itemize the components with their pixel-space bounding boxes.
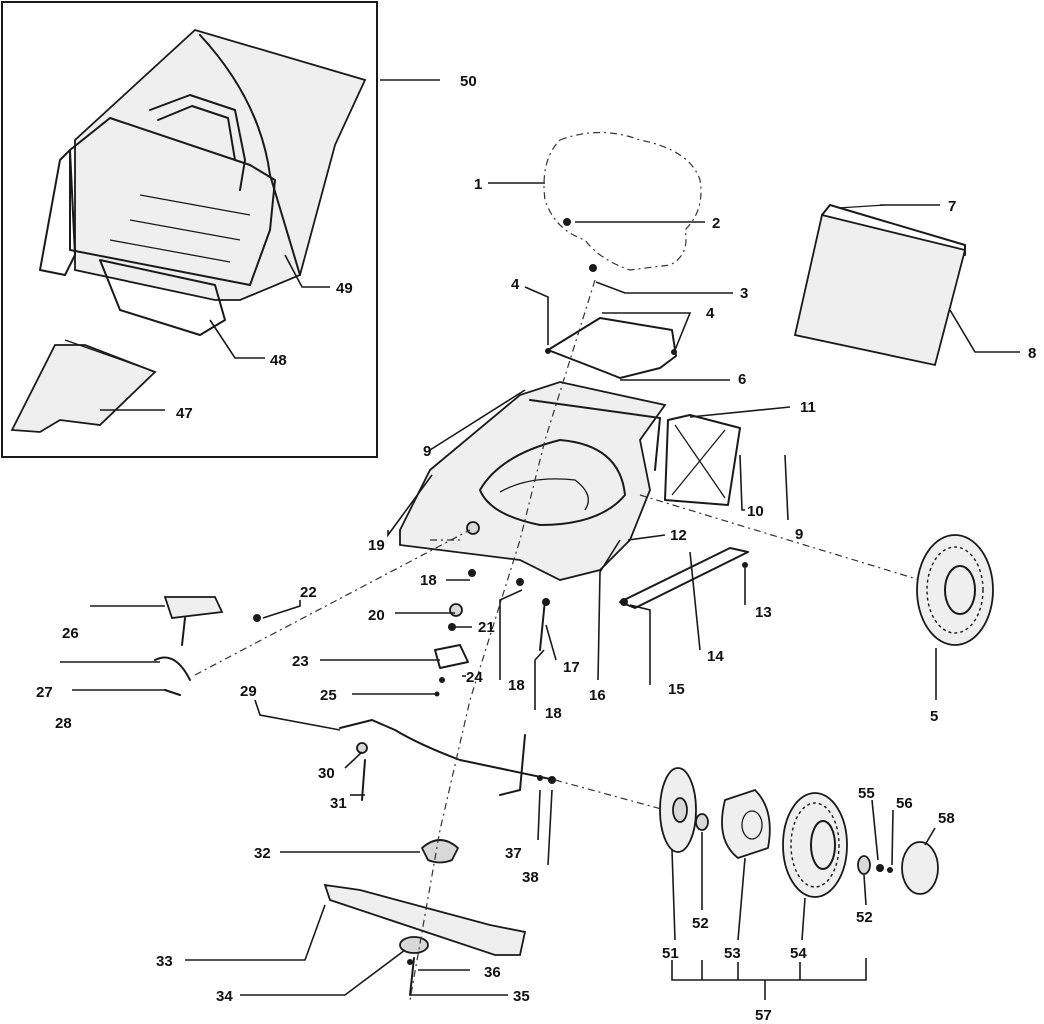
callout-30: 30 (318, 765, 335, 782)
rear-flap (793, 204, 967, 367)
callout-17: 17 (563, 659, 580, 676)
callout-51: 51 (662, 945, 679, 962)
grass-catcher-inset-frame (1, 1, 378, 458)
engine-outline (543, 131, 702, 271)
rear-axle-bar (619, 547, 749, 609)
mower-deck (399, 381, 667, 581)
callout-labels: 1 2 3 4 4 5 6 7 8 9 9 10 11 12 13 14 15 … (36, 73, 1036, 1024)
callout-23: 23 (292, 653, 309, 670)
wheel-rim-53 (721, 788, 771, 860)
callout-5: 5 (930, 708, 938, 725)
small-screw-13 (742, 562, 748, 568)
grass-deflector-47 (10, 339, 157, 433)
callout-50: 50 (460, 73, 477, 90)
callout-8: 8 (1028, 345, 1036, 362)
callout-26: 26 (62, 625, 79, 642)
rear-flap-frame (664, 414, 741, 506)
screw-56 (887, 867, 893, 873)
callout-21: 21 (478, 619, 495, 636)
callout-36: 36 (484, 964, 501, 981)
callout-18b: 18 (508, 677, 525, 694)
callout-4b: 4 (706, 305, 715, 322)
hub-bearing-52a (695, 813, 709, 831)
callout-34: 34 (216, 988, 233, 1005)
callout-11: 11 (800, 399, 816, 416)
callout-12: 12 (670, 527, 687, 544)
callout-4a: 4 (511, 276, 520, 293)
callout-55: 55 (858, 785, 875, 802)
callout-49: 49 (336, 280, 353, 297)
callout-9b: 9 (795, 526, 803, 543)
callout-1: 1 (474, 176, 482, 193)
drive-rod-assembly (339, 719, 556, 801)
callout-54: 54 (790, 945, 807, 962)
callout-57: 57 (755, 1007, 772, 1024)
callout-18a: 18 (420, 572, 437, 589)
washer-55 (876, 864, 884, 872)
callout-9a: 9 (423, 443, 431, 460)
callout-16: 16 (589, 687, 606, 704)
rear-hatch-plate (545, 317, 677, 379)
height-adjuster-lever (154, 596, 224, 696)
blade-33 (323, 883, 527, 956)
callout-20: 20 (368, 607, 385, 624)
callout-58: 58 (938, 810, 955, 827)
callout-56: 56 (896, 795, 913, 812)
front-wheel-5 (916, 534, 994, 646)
wheel-hub-cluster (434, 569, 524, 697)
hub-cap-58 (901, 841, 939, 895)
callout-38: 38 (522, 869, 539, 886)
callout-15: 15 (668, 681, 685, 698)
callout-48: 48 (270, 352, 287, 369)
grass-catcher-frame (39, 94, 276, 336)
callout-14: 14 (707, 648, 724, 665)
callout-25: 25 (320, 687, 337, 704)
callout-7: 7 (948, 198, 956, 215)
hub-bearing-52b (857, 855, 871, 875)
callout-33: 33 (156, 953, 173, 970)
callout-53: 53 (724, 945, 741, 962)
axle-bolt-17 (539, 598, 550, 651)
engine-washer (589, 264, 597, 272)
callout-3: 3 (740, 285, 748, 302)
leader-lines (60, 79, 1020, 1000)
callout-27: 27 (36, 684, 53, 701)
wheel-disc-51 (659, 767, 697, 853)
callout-37: 37 (505, 845, 522, 862)
tire-54 (782, 792, 848, 898)
callout-22: 22 (300, 584, 317, 601)
screw-22 (253, 614, 261, 622)
callout-28: 28 (55, 715, 72, 732)
callout-18c: 18 (545, 705, 562, 722)
assembly-center-lines (194, 279, 921, 1001)
callout-29: 29 (240, 683, 257, 700)
engine-bolt (563, 218, 571, 226)
callout-19: 19 (368, 537, 385, 554)
callout-47: 47 (176, 405, 193, 422)
callout-24: 24 (466, 669, 483, 686)
callout-52b: 52 (856, 909, 873, 926)
callout-6: 6 (738, 371, 746, 388)
callout-32: 32 (254, 845, 271, 862)
callout-2: 2 (712, 215, 720, 232)
callout-35: 35 (513, 988, 530, 1005)
callout-10: 10 (747, 503, 764, 520)
blade-bolt-35 (407, 957, 415, 996)
axle-end-nut (620, 598, 628, 606)
blade-adapter-32 (420, 839, 460, 864)
callout-13: 13 (755, 604, 772, 621)
grass-catcher-bag (74, 28, 367, 301)
callout-31: 31 (330, 795, 347, 812)
callout-52a: 52 (692, 915, 709, 932)
